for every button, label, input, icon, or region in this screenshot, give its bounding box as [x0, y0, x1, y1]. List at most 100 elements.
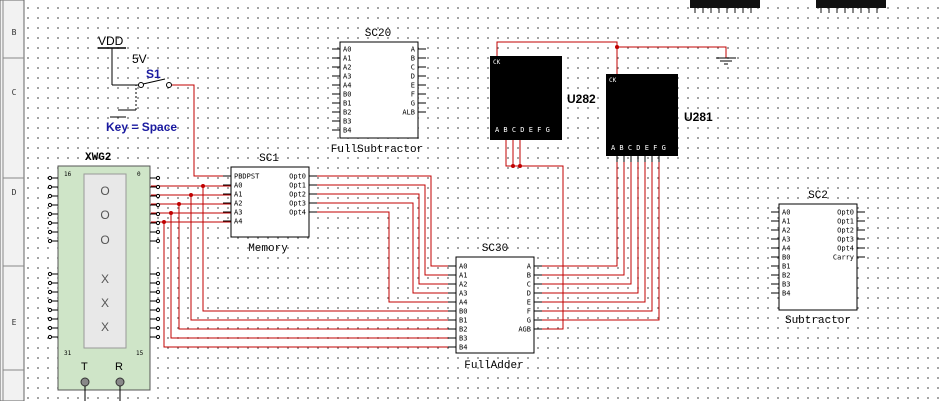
xwg2-name: XWG2: [85, 152, 111, 164]
junction-dots: [162, 45, 619, 224]
sc20-pin-e[interactable]: E: [411, 82, 415, 90]
sc30-pin-g[interactable]: G: [527, 317, 531, 325]
sc30-subtitle: FullAdder: [464, 360, 523, 372]
sc30-pin-b3[interactable]: B3: [459, 335, 467, 343]
sc1-pin-a2[interactable]: A2: [234, 200, 242, 208]
sc2-pin-opt0[interactable]: Opt0: [837, 209, 854, 217]
switch-s1[interactable]: S1 Key = Space: [106, 67, 177, 134]
u281-segment-labels: A B C D E F G: [611, 144, 666, 152]
sc30-pin-d[interactable]: D: [527, 290, 531, 298]
sc2-pin-opt1[interactable]: Opt1: [837, 218, 854, 226]
offscreen-component-2[interactable]: [816, 0, 886, 13]
xwg2-r-terminal[interactable]: [115, 377, 125, 387]
sc30-pin-a4[interactable]: A4: [459, 299, 467, 307]
sc1-pin-opt4[interactable]: Opt4: [289, 209, 306, 217]
sc20-pin-g[interactable]: G: [411, 100, 415, 108]
sc1-pin-a3[interactable]: A3: [234, 209, 242, 217]
sc20-pin-d[interactable]: D: [411, 73, 415, 81]
sc1-pin-a4[interactable]: A4: [234, 218, 242, 226]
sc1-pin-a1[interactable]: A1: [234, 191, 242, 199]
sc1-pin-a0[interactable]: A0: [234, 182, 242, 190]
sc20-pin-b1[interactable]: B1: [343, 100, 351, 108]
ruler-mark-d: D: [12, 188, 17, 197]
sc2-name: SC2: [808, 190, 828, 202]
xwg2-pin-0: 0: [137, 171, 141, 178]
sc2-pin-b0[interactable]: B0: [782, 254, 790, 262]
wires: [151, 41, 727, 348]
sc2-pin-b4[interactable]: B4: [782, 290, 790, 298]
sc30-name: SC30: [482, 243, 508, 255]
sc2-pin-a4[interactable]: A4: [782, 245, 790, 253]
sc2-pin-a1[interactable]: A1: [782, 218, 790, 226]
sc20-pin-a0[interactable]: A0: [343, 46, 351, 54]
xwg2-pin-15: 15: [136, 350, 144, 357]
u281-name: U281: [684, 110, 713, 124]
sc2-pin-carry[interactable]: Carry: [833, 254, 854, 262]
sc20-pin-a3[interactable]: A3: [343, 73, 351, 81]
sc30-pin-b[interactable]: B: [527, 272, 531, 280]
sc2-subtitle: Subtractor: [785, 315, 851, 327]
sc20-pin-a4[interactable]: A4: [343, 82, 351, 90]
sc30-pin-a2[interactable]: A2: [459, 281, 467, 289]
sc1-pin-opt1[interactable]: Opt1: [289, 182, 306, 190]
sc20-pin-f[interactable]: F: [411, 91, 415, 99]
sc20-pin-a2[interactable]: A2: [343, 64, 351, 72]
sc2-pin-b2[interactable]: B2: [782, 272, 790, 280]
sc30-pin-b2[interactable]: B2: [459, 326, 467, 334]
xwg2-t-terminal[interactable]: [80, 377, 90, 387]
sc2-pin-b3[interactable]: B3: [782, 281, 790, 289]
sc2-pin-a0[interactable]: A0: [782, 209, 790, 217]
sc2-pin-opt4[interactable]: Opt4: [837, 245, 854, 253]
display-u281[interactable]: CK A B C D E F G U281: [606, 74, 713, 156]
xwg2-display-o1: O: [100, 184, 109, 198]
sc30-pin-b4[interactable]: B4: [459, 344, 467, 352]
sc30-pin-b1[interactable]: B1: [459, 317, 467, 325]
switch-key-label: Key = Space: [106, 120, 177, 134]
sc20-pin-b3[interactable]: B3: [343, 118, 351, 126]
sc30-pin-agb[interactable]: AGB: [518, 326, 531, 334]
word-generator-xwg2[interactable]: XWG2 16 0 31 15 O O O X X X T R: [47, 152, 161, 401]
sc30-pin-a3[interactable]: A3: [459, 290, 467, 298]
sc20-pin-alb[interactable]: ALB: [402, 109, 415, 117]
sc1-pin-opt3[interactable]: Opt3: [289, 200, 306, 208]
ruler-mark-b: B: [12, 28, 17, 37]
sc2-pin-a3[interactable]: A3: [782, 236, 790, 244]
vdd-source[interactable]: VDD 5V: [98, 34, 147, 86]
u281-ck-label: CK: [609, 77, 617, 84]
sc20-pin-a[interactable]: A: [411, 46, 416, 54]
sc20-subtitle: FullSubtractor: [331, 144, 423, 156]
display-u282[interactable]: CK A B C D E F G U282: [490, 56, 596, 140]
sc2-pin-opt3[interactable]: Opt3: [837, 236, 854, 244]
sc2-pin-a2[interactable]: A2: [782, 227, 790, 235]
sc1-name: SC1: [259, 153, 279, 165]
sc20-pin-a1[interactable]: A1: [343, 55, 351, 63]
sc30-pin-a0[interactable]: A0: [459, 263, 467, 271]
xwg2-pin-31: 31: [64, 350, 72, 357]
sc30-pin-a[interactable]: A: [527, 263, 532, 271]
xwg2-display-o2: O: [100, 208, 109, 222]
sc20-name: SC20: [365, 28, 391, 40]
sc1-pin-opt2[interactable]: Opt2: [289, 191, 306, 199]
sc30-pin-a1[interactable]: A1: [459, 272, 467, 280]
sc2-pin-b1[interactable]: B1: [782, 263, 790, 271]
sc20-pin-b4[interactable]: B4: [343, 127, 351, 135]
sc2-pin-opt2[interactable]: Opt2: [837, 227, 854, 235]
sc30-pin-f[interactable]: F: [527, 308, 531, 316]
sc20-pin-c[interactable]: C: [411, 64, 415, 72]
sc20-pin-b[interactable]: B: [411, 55, 415, 63]
sc30-pin-b0[interactable]: B0: [459, 308, 467, 316]
sc20-pin-b0[interactable]: B0: [343, 91, 351, 99]
sc30-pin-e[interactable]: E: [527, 299, 531, 307]
sc1-pin-pbdpst[interactable]: PBDPST: [234, 173, 260, 181]
sc20-pin-b2[interactable]: B2: [343, 109, 351, 117]
xwg2-display-x1: X: [101, 272, 109, 286]
offscreen-component-1[interactable]: [690, 0, 760, 13]
sc1-pin-opt0[interactable]: Opt0: [289, 173, 306, 181]
sc30-pin-c[interactable]: C: [527, 281, 531, 289]
